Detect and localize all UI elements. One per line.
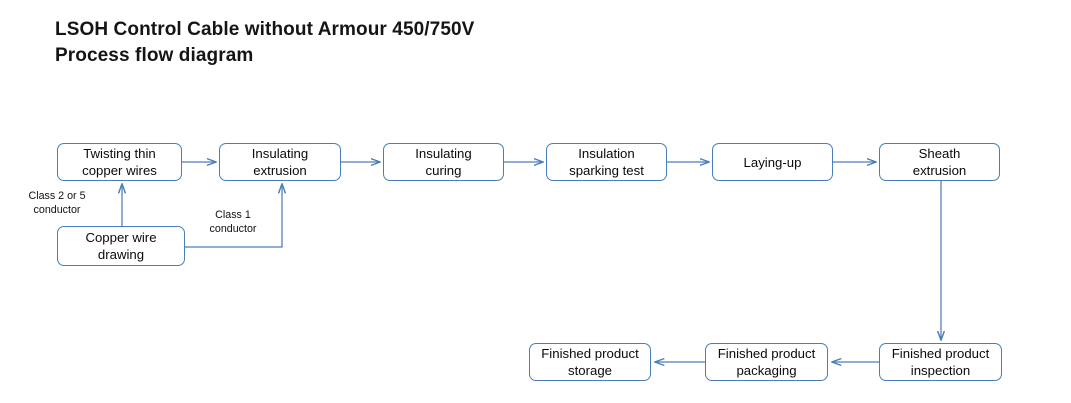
- node-finished-product-storage[interactable]: Finished product storage: [529, 343, 651, 381]
- node-insulating-curing[interactable]: Insulating curing: [383, 143, 504, 181]
- edge-label-class-1-conductor: Class 1 conductor: [209, 209, 257, 235]
- node-copper-wire-drawing[interactable]: Copper wire drawing: [57, 226, 185, 266]
- page-title: LSOH Control Cable without Armour 450/75…: [55, 19, 475, 66]
- node-sheath-extrusion[interactable]: Sheath extrusion: [879, 143, 1000, 181]
- node-laying-up[interactable]: Laying-up: [712, 143, 833, 181]
- edge-label-class-2-or-5-conductor: Class 2 or 5 conductor: [28, 190, 86, 216]
- node-finished-product-inspection[interactable]: Finished product inspection: [879, 343, 1002, 381]
- node-twisting-thin-copper-wires[interactable]: Twisting thin copper wires: [57, 143, 182, 181]
- node-finished-product-packaging[interactable]: Finished product packaging: [705, 343, 828, 381]
- node-insulating-extrusion[interactable]: Insulating extrusion: [219, 143, 341, 181]
- node-insulation-sparking-test[interactable]: Insulation sparking test: [546, 143, 667, 181]
